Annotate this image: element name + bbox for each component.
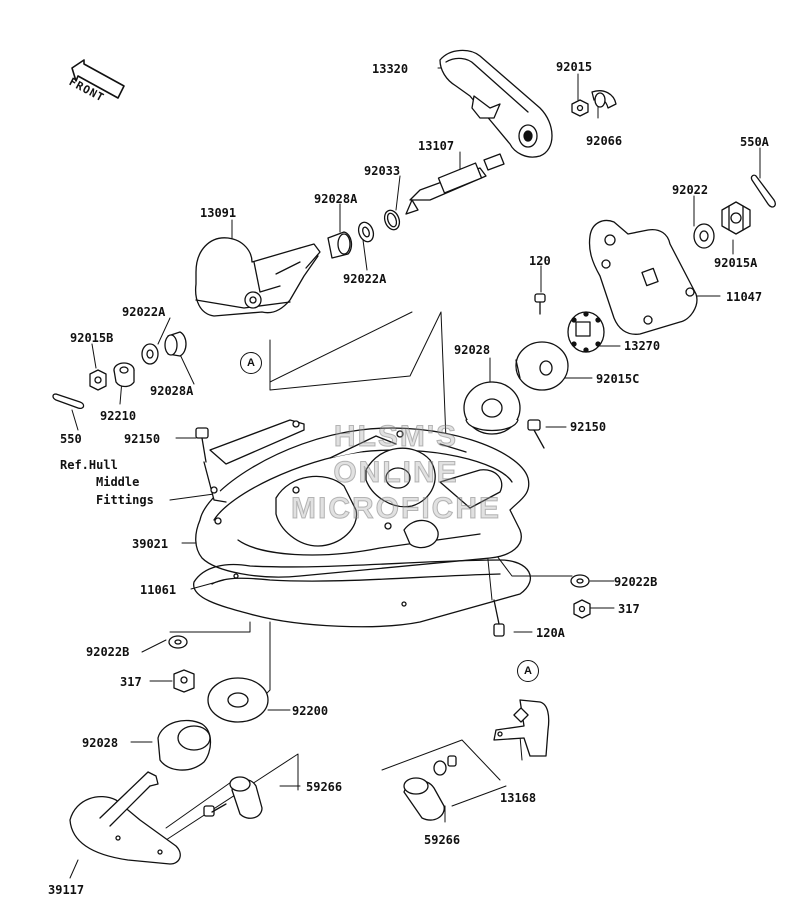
part-label: 92210 [100, 409, 137, 423]
part-label: 92028 [82, 736, 119, 750]
clip-92066 [591, 90, 617, 109]
bracket-13168 [493, 699, 550, 757]
bushing-92028A-top [327, 231, 353, 259]
part-label: 92028 [454, 343, 491, 357]
part-label: 92015C [596, 372, 640, 386]
nut-92015 [571, 99, 589, 117]
part-label: 92022B [86, 645, 130, 659]
part-label: 92033 [364, 164, 401, 178]
part-label: 13320 [372, 62, 409, 76]
housing-13091 [194, 237, 321, 317]
bolt-120A [493, 599, 505, 637]
part-label: 11061 [140, 583, 177, 597]
part-label: 92028A [150, 384, 194, 398]
ref-note: Middle [96, 475, 140, 489]
part-label: 550A [740, 135, 769, 149]
washer-92022A-left [141, 343, 159, 365]
part-label: 59266 [306, 780, 343, 794]
bushing-92210 [113, 362, 135, 388]
watermark-line-3: MICROFICHE [291, 492, 501, 526]
watermark-line-2: ONLINE [333, 456, 459, 490]
bumper-92028-lower [157, 719, 212, 771]
nut-317-left [173, 669, 195, 693]
castle-nut-92015A [721, 201, 751, 235]
bumper-92028 [463, 381, 521, 435]
bolt-120 [534, 293, 546, 315]
part-label: 13168 [500, 791, 537, 805]
part-label: 550 [60, 432, 82, 446]
ref-note: Ref.Hull [60, 458, 118, 472]
part-label: 92028A [314, 192, 358, 206]
washer-92200 [207, 677, 269, 723]
part-label: 11047 [726, 290, 763, 304]
part-label: 92066 [586, 134, 623, 148]
washer-92022B-right [570, 574, 590, 588]
cotter-pin-550A [750, 174, 776, 208]
part-label: 92200 [292, 704, 329, 718]
front-arrow-icon [71, 59, 125, 99]
washer-92022B-left [168, 635, 188, 649]
nut-92015B [89, 369, 107, 391]
arm-39117 [69, 771, 181, 865]
part-label: 13091 [200, 206, 237, 220]
part-label: 92150 [570, 420, 607, 434]
kit-59266-right [403, 755, 457, 821]
bushing-92028A-left [164, 331, 187, 357]
part-label: 92022A [343, 272, 387, 286]
lever-13320 [439, 49, 553, 158]
part-label: 59266 [424, 833, 461, 847]
nut-317-right [573, 599, 591, 619]
part-label: 120 [529, 254, 551, 268]
watermark-line-1: HLSM'S [333, 420, 459, 454]
part-label: 317 [120, 675, 142, 689]
callout-a-right: A [517, 660, 539, 682]
rubber-92015C [515, 341, 569, 391]
callout-a-left: A [240, 352, 262, 374]
part-label: 13107 [418, 139, 455, 153]
part-label: 92015 [556, 60, 593, 74]
circlip-92033 [383, 209, 401, 231]
bolt-92150-left [195, 427, 209, 463]
part-label: 39021 [132, 537, 169, 551]
part-label: 92022 [672, 183, 709, 197]
part-label: 92022B [614, 575, 658, 589]
shaft-13107 [405, 153, 505, 215]
leader-lines [69, 67, 761, 879]
ref-note: Fittings [96, 493, 154, 507]
part-label: 92015A [714, 256, 758, 270]
washer-92022A-top [357, 221, 375, 243]
part-label: 92022A [122, 305, 166, 319]
part-label: 92150 [124, 432, 161, 446]
part-label: 39117 [48, 883, 85, 897]
bracket-11047 [588, 219, 698, 335]
part-label: 317 [618, 602, 640, 616]
cotter-pin-550 [52, 393, 85, 410]
plate-assembly-39021 [195, 419, 530, 578]
part-label: 92015B [70, 331, 114, 345]
part-label: 13270 [624, 339, 661, 353]
washer-92022 [693, 223, 715, 249]
kit-59266-left [203, 776, 263, 819]
part-label: 120A [536, 626, 565, 640]
bolt-92150-right [527, 419, 545, 449]
gasket-11061 [193, 559, 532, 628]
plate-13270 [567, 311, 605, 353]
